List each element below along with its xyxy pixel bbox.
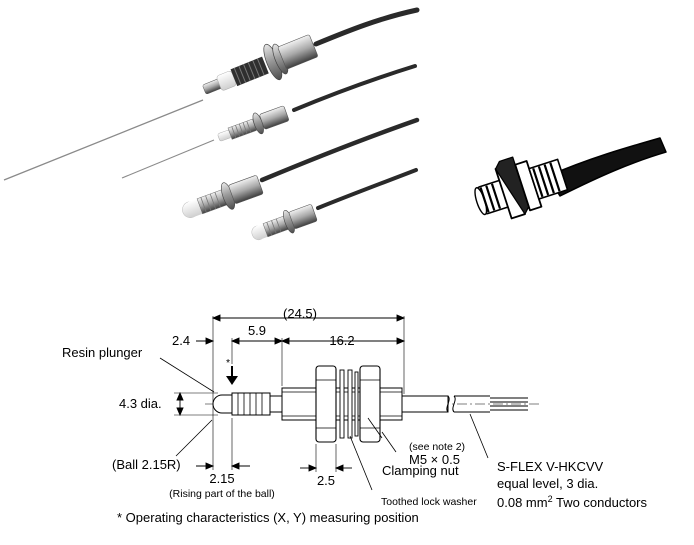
rising-part-label: (Rising part of the ball) <box>169 488 275 500</box>
toothed-washer-shape <box>339 369 359 439</box>
footnote-text: * Operating characteristics (X, Y) measu… <box>117 510 419 525</box>
ball-radius-label: (Ball 2.15R) <box>112 457 181 472</box>
dim-2-4-label: 2.4 <box>172 333 190 348</box>
extension-lines <box>174 316 405 472</box>
toothed-washer-label: Toothed lock washer <box>381 496 477 508</box>
dim-2-5-label: 2.5 <box>317 473 335 488</box>
overall-length-label: (24.5) <box>283 306 317 321</box>
cable-line-1: S-FLEX V-HKCVV <box>497 459 604 474</box>
see-note-label: (see note 2) <box>409 441 465 453</box>
clamping-nut-shape <box>315 365 381 443</box>
sensor-sketch <box>474 137 667 220</box>
sensor-3 <box>182 117 420 218</box>
resin-plunger-label: Resin plunger <box>62 345 143 360</box>
asterisk-mark: * <box>226 357 230 369</box>
dimension-lines <box>176 314 406 472</box>
dim-16-2-label: 16.2 <box>329 333 354 348</box>
cable-line-3: 0.08 mm2 Two conductors <box>497 494 648 510</box>
measuring-position-arrow <box>226 366 238 385</box>
resin-plunger-shape <box>212 394 233 414</box>
thread-label: M5 × 0.5 <box>409 452 460 467</box>
diameter-label: 4.3 dia. <box>119 396 162 411</box>
dim-2-15-label: 2.15 <box>209 471 234 486</box>
clamping-nut-label: Clamping nut <box>382 463 459 478</box>
cable-shape <box>401 395 528 413</box>
cable-line-2: equal level, 3 dia. <box>497 476 598 491</box>
dimension-drawing: (24.5) 2.4 5.9 16.2 Resin plunger 4.3 di… <box>62 306 648 525</box>
sensor-2 <box>121 64 417 179</box>
sensor-1 <box>3 7 420 181</box>
ribbed-body <box>231 392 283 416</box>
leader-lines <box>159 357 489 491</box>
sensor-photo <box>3 7 420 241</box>
dim-5-9-label: 5.9 <box>248 323 266 338</box>
sensor-4 <box>251 168 418 241</box>
